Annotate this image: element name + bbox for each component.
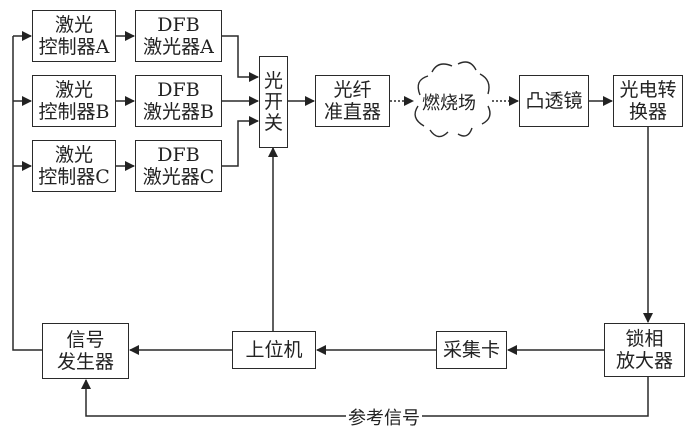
photoelectric-converter: 光电转 换器 xyxy=(613,75,683,127)
dfb-laser-c-line2: 激光器C xyxy=(142,166,215,188)
optical-switch-char-2: 开 xyxy=(263,90,283,113)
dfb-laser-a-line2: 激光器A xyxy=(143,36,214,58)
reference-signal-label: 参考信号 xyxy=(346,404,422,430)
photoelectric-converter-line1: 光电转 xyxy=(619,79,677,101)
host-computer-label: 上位机 xyxy=(245,339,303,361)
wire-dfb-c-to-switch xyxy=(222,116,259,167)
optical-switch-char-1: 光 xyxy=(263,69,283,92)
lock-in-amplifier-line2: 放大器 xyxy=(615,350,673,372)
dfb-laser-c: DFB 激光器C xyxy=(135,140,222,192)
dfb-laser-b: DFB 激光器B xyxy=(135,75,222,127)
host-computer: 上位机 xyxy=(232,331,316,369)
laser-controller-c-line2: 控制器C xyxy=(38,166,110,188)
convex-lens: 凸透镜 xyxy=(519,75,589,127)
laser-controller-b-line2: 控制器B xyxy=(38,101,110,123)
combustion-cloud-icon xyxy=(414,61,491,138)
wire-siggen-bus xyxy=(12,36,42,351)
laser-controller-a-line2: 控制器A xyxy=(38,36,110,58)
laser-controller-a-line1: 激光 xyxy=(54,14,93,36)
fiber-collimator-line1: 光纤 xyxy=(333,79,372,101)
dfb-laser-c-line1: DFB xyxy=(157,144,200,166)
photoelectric-converter-line2: 换器 xyxy=(628,101,667,123)
laser-controller-b-line1: 激光 xyxy=(54,79,93,101)
dfb-laser-b-line1: DFB xyxy=(157,79,200,101)
laser-controller-a: 激光 控制器A xyxy=(32,10,116,62)
dfb-laser-a: DFB 激光器A xyxy=(135,10,222,62)
combustion-field-label: 燃烧场 xyxy=(422,93,476,114)
laser-controller-c-line1: 激光 xyxy=(54,144,93,166)
dfb-laser-b-line2: 激光器B xyxy=(143,101,214,123)
fiber-collimator: 光纤 准直器 xyxy=(315,75,390,127)
laser-controller-c: 激光 控制器C xyxy=(32,140,116,192)
daq-card-label: 采集卡 xyxy=(442,339,500,361)
fiber-collimator-line2: 准直器 xyxy=(323,101,381,123)
signal-generator-line2: 发生器 xyxy=(56,351,114,373)
signal-generator-line1: 信号 xyxy=(66,329,105,351)
wire-dfb-a-to-switch xyxy=(222,35,259,82)
convex-lens-label: 凸透镜 xyxy=(525,90,583,112)
optical-switch-char-3: 关 xyxy=(263,111,283,134)
laser-controller-b: 激光 控制器B xyxy=(32,75,116,127)
daq-card: 采集卡 xyxy=(436,331,507,369)
dfb-laser-a-line1: DFB xyxy=(157,14,200,36)
signal-generator: 信号 发生器 xyxy=(42,323,129,379)
optical-switch: 光 开 关 xyxy=(259,56,288,148)
lock-in-amplifier-line1: 锁相 xyxy=(625,328,664,350)
lock-in-amplifier: 锁相 放大器 xyxy=(604,323,685,377)
